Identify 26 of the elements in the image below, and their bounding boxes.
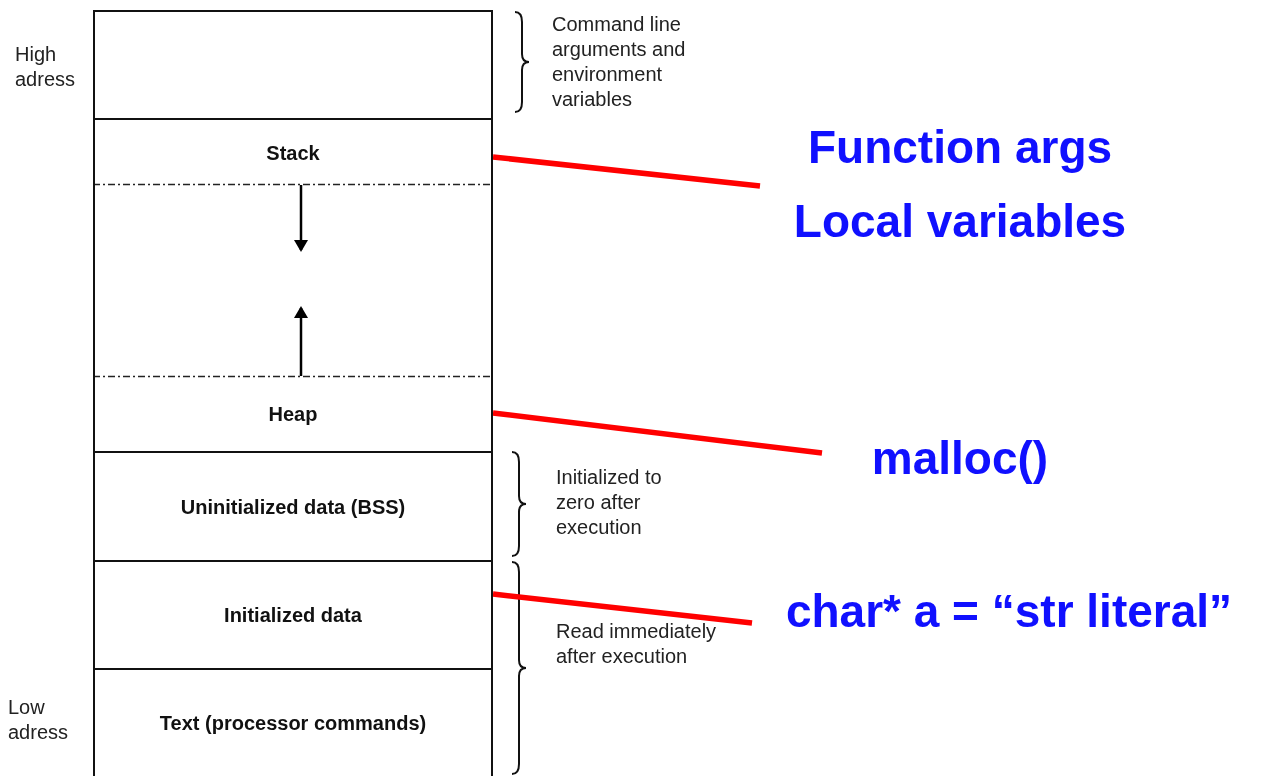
leader-line xyxy=(492,410,823,456)
annotation-text: Read immediately after execution xyxy=(556,619,718,669)
memory-segment xyxy=(93,185,493,376)
memory-segment xyxy=(93,560,493,668)
segment-label: Heap xyxy=(267,401,319,426)
annotation-text: malloc() xyxy=(871,431,1049,487)
segment-label: Uninitialized data (BSS) xyxy=(179,494,407,519)
annotation-text: Initialized to zero after execution xyxy=(556,465,663,540)
memory-segment xyxy=(93,10,493,118)
segment-label: Text (processor commands) xyxy=(158,711,428,735)
annotation-text: Function args xyxy=(807,120,1113,176)
memory-segment xyxy=(93,668,493,776)
segment-label: Initialized data xyxy=(223,603,363,627)
memory-segment xyxy=(93,376,493,451)
arrow xyxy=(294,185,308,252)
memory-segment xyxy=(93,118,493,185)
segment-label: Stack xyxy=(265,140,321,165)
annotation-text: Low adress xyxy=(8,695,70,745)
annotation-text: Command line arguments and environment variables xyxy=(552,12,687,112)
leader-line xyxy=(492,154,761,189)
leader-line xyxy=(492,591,753,626)
annotation-text: char* a = “str literal” xyxy=(785,584,1233,640)
memory-segment xyxy=(93,451,493,560)
annotation-text: High adress xyxy=(15,42,77,92)
annotation-text: Local variables xyxy=(793,194,1127,249)
arrow xyxy=(294,306,308,376)
